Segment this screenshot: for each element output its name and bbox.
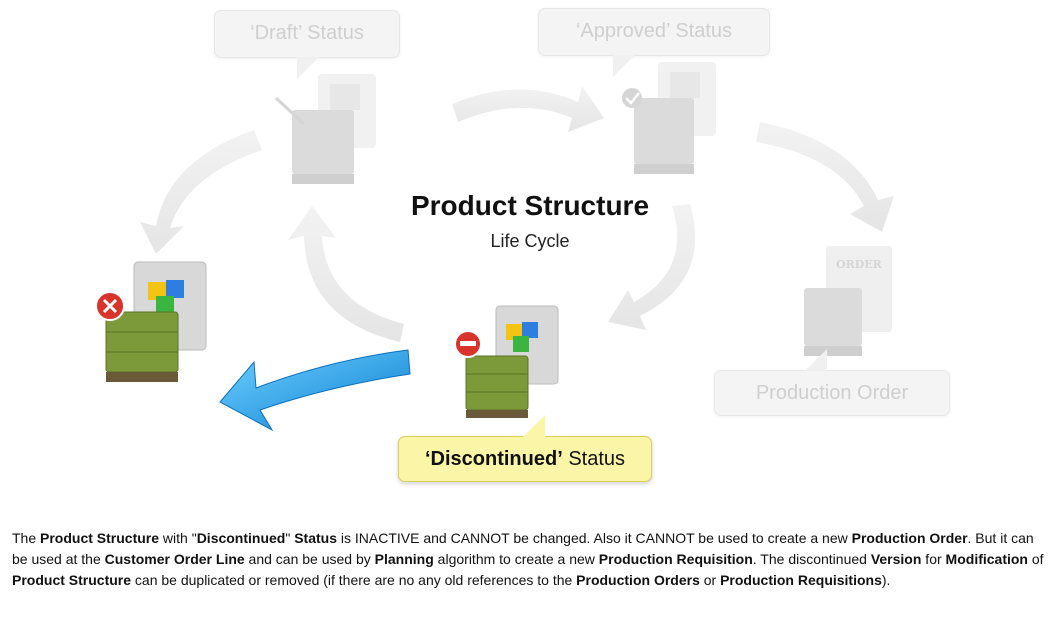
description-text: . The discontinued (752, 551, 871, 567)
description-text: algorithm to create a new (433, 551, 599, 567)
description-text: for (921, 551, 946, 567)
arrow-draft-to-approved (452, 86, 604, 132)
approved-status-quote: ‘Approved’ (575, 20, 670, 42)
diagram-graphics: ORDER (95, 62, 894, 432)
discontinued-product-icon (454, 305, 559, 418)
description-bold-term: Customer Order Line (104, 551, 245, 567)
description-text: ). (881, 572, 891, 588)
description-bold-term: Production Order (851, 530, 968, 546)
description-bold-term: Product Structure (40, 530, 160, 546)
approved-status-bubble: ‘Approved’ Status (538, 8, 770, 77)
draft-status-quote: ‘Draft’ (250, 22, 302, 44)
description-text: . But it can be used at the (12, 530, 1034, 567)
diagram-title: Product Structure (410, 190, 650, 221)
deleted-product-icon (95, 261, 207, 382)
approved-product-icon (622, 62, 716, 174)
description-text: with " (159, 530, 197, 546)
production-order-label: Production Order (755, 382, 909, 404)
description-bold-term: Product Structure (12, 572, 132, 588)
production-order-bubble: Production Order (714, 349, 950, 416)
description-text: The (12, 530, 41, 546)
description-bold-term: Production Orders (576, 572, 700, 588)
lifecycle-diagram: ORDER (95, 8, 950, 482)
draft-status-bubble: ‘Draft’ Status (214, 10, 400, 79)
description-text: " (285, 530, 295, 546)
approved-status-word: Status (675, 20, 733, 42)
order-doc-label: ORDER (836, 258, 883, 271)
description-text: and can be used by (244, 551, 375, 567)
arrow-discontinued-to-draft (288, 206, 404, 342)
diagram-subtitle: Life Cycle (490, 231, 570, 251)
description-text: is INACTIVE and CANNOT be changed. Also … (337, 530, 852, 546)
description-text: can be duplicated or removed (if there a… (131, 572, 577, 588)
description-bold-term: Modification (945, 551, 1028, 567)
arrow-discontinued-to-deleted (219, 349, 411, 432)
arrow-approved-to-production (756, 122, 894, 232)
discontinued-status-bubble: ‘Discontinued’ Status (398, 415, 652, 482)
description-bold-term: Discontinued (196, 530, 286, 546)
description-paragraph: The Product Structure with "Discontinued… (12, 528, 1048, 591)
arrow-approved-to-discontinued (608, 204, 696, 330)
description-bold-term: Production Requisition (598, 551, 753, 567)
draft-status-word: Status (307, 22, 364, 44)
description-bold-term: Production Requisitions (720, 572, 882, 588)
description-bold-term: Version (870, 551, 922, 567)
discontinued-status-quote: ‘Discontinued’ (424, 448, 563, 470)
description-text: or (699, 572, 721, 588)
description-text: of (1027, 551, 1044, 567)
discontinued-status-word: Status (568, 448, 626, 470)
production-order-icon: ORDER (804, 246, 892, 356)
arrow-draft-to-deleted (140, 130, 262, 254)
description-bold-term: Status (294, 530, 338, 546)
draft-product-icon (274, 74, 376, 184)
description-bold-term: Planning (374, 551, 434, 567)
